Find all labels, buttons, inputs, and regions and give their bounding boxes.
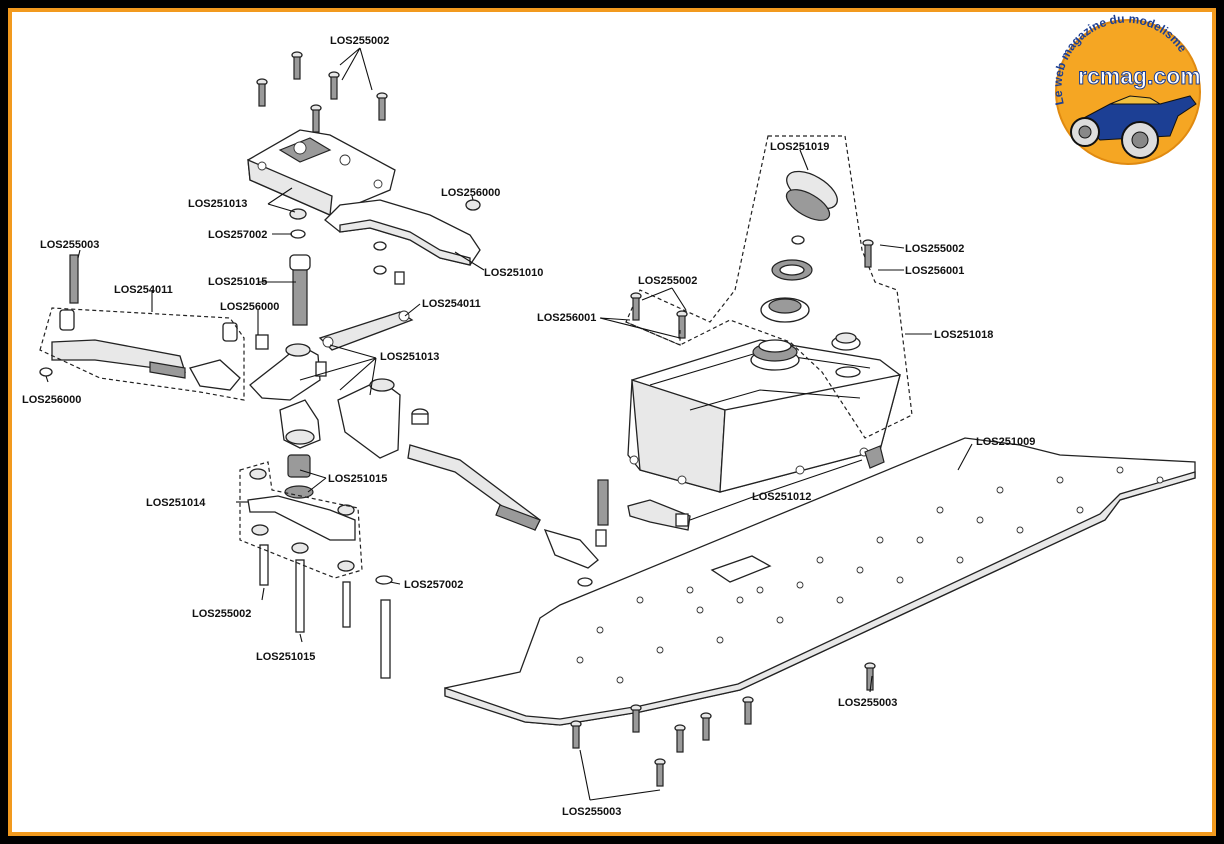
- filler-cap-assembly: [760, 170, 838, 323]
- screw-icon: [570, 720, 582, 749]
- top-bulkhead: [247, 129, 396, 216]
- screw-icon: [376, 92, 388, 121]
- tank-mount: [627, 445, 885, 531]
- chassis-hole: [616, 676, 624, 684]
- part-labels: LOS255002 LOS251013 LOS256000 LOS257002 …: [22, 35, 1035, 818]
- chassis-hole: [936, 506, 944, 514]
- label-los255003-right: LOS255003: [838, 697, 897, 709]
- chassis-hole: [896, 576, 904, 584]
- servo-brace: [324, 199, 481, 266]
- screw-icon: [328, 71, 340, 100]
- chassis-hole: [756, 586, 764, 594]
- logo-brand: rcmag.com: [1078, 63, 1201, 89]
- label-los251013-mid: LOS251013: [380, 351, 439, 363]
- diagram-panel: LOS255002 LOS251013 LOS256000 LOS257002 …: [12, 12, 1212, 832]
- screw-icon: [291, 51, 303, 80]
- screw-icon: [654, 758, 666, 787]
- screw-icon: [256, 78, 268, 107]
- steering-hardware: [39, 199, 609, 679]
- label-los255002-right: LOS255002: [905, 243, 964, 255]
- chassis-hole: [656, 646, 664, 654]
- label-los257002-top: LOS257002: [208, 229, 267, 241]
- chassis-hole: [856, 566, 864, 574]
- label-los251015-mid: LOS251015: [328, 473, 387, 485]
- label-los255002-top: LOS255002: [330, 35, 389, 47]
- label-los251015-low: LOS251015: [256, 651, 315, 663]
- label-los256000-left: LOS256000: [22, 394, 81, 406]
- chassis-hole: [876, 536, 884, 544]
- screw-icon: [310, 104, 322, 133]
- label-los251018: LOS251018: [934, 329, 993, 341]
- fuel-tank: [627, 332, 901, 493]
- label-los251009: LOS251009: [976, 436, 1035, 448]
- label-los255003-left: LOS255003: [40, 239, 99, 251]
- label-los251010: LOS251010: [484, 267, 543, 279]
- screw-icon: [864, 662, 876, 691]
- chassis-hole: [916, 536, 924, 544]
- screw-icon: [674, 724, 686, 753]
- chassis-hole: [686, 586, 694, 594]
- screw-icon: [676, 310, 688, 339]
- chassis-hole: [816, 556, 824, 564]
- screws: [256, 51, 876, 787]
- label-los257002-low: LOS257002: [404, 579, 463, 591]
- chassis-hole: [636, 596, 644, 604]
- chassis-hole: [1076, 506, 1084, 514]
- chassis-hole: [736, 596, 744, 604]
- chassis-hole: [836, 596, 844, 604]
- chassis-hole: [776, 616, 784, 624]
- chassis-hole: [716, 636, 724, 644]
- leader-lines: [45, 47, 973, 801]
- drag-link-group-outline: [239, 461, 363, 579]
- screw-icon: [700, 712, 712, 741]
- label-los251013-top: LOS251013: [188, 198, 247, 210]
- rcmag-logo: Le web magazine du modelisme rcmag.com: [1050, 12, 1201, 165]
- chassis-hole: [796, 581, 804, 589]
- label-los251012: LOS251012: [752, 491, 811, 503]
- chassis-hole: [1016, 526, 1024, 534]
- screw-icon: [742, 696, 754, 725]
- label-los254011-left: LOS254011: [114, 284, 173, 296]
- chassis-hole: [696, 606, 704, 614]
- car-icon: [1070, 95, 1197, 159]
- parts-diagram: LOS255002 LOS251013 LOS256000 LOS257002 …: [22, 12, 1201, 818]
- chassis-hole: [576, 656, 584, 664]
- screw-icon: [862, 239, 874, 268]
- label-los255002-tank: LOS255002: [638, 275, 697, 287]
- chassis-hole: [1156, 476, 1164, 484]
- label-los256001-tank: LOS256001: [537, 312, 596, 324]
- tank-screw-outline: [625, 321, 681, 346]
- chassis-hole: [956, 556, 964, 564]
- chassis-hole: [1116, 466, 1124, 474]
- screw-icon: [630, 292, 642, 321]
- chassis-hole: [596, 626, 604, 634]
- label-los251019: LOS251019: [770, 141, 829, 153]
- label-los256001-right: LOS256001: [905, 265, 964, 277]
- label-los255003-bottom: LOS255003: [562, 806, 621, 818]
- orange-border: LOS255002 LOS251013 LOS256000 LOS257002 …: [8, 8, 1216, 836]
- chassis-hole: [976, 516, 984, 524]
- label-los254011-right: LOS254011: [422, 298, 481, 310]
- chassis-plate: [444, 437, 1196, 726]
- screw-icon: [630, 704, 642, 733]
- chassis-hole: [996, 486, 1004, 494]
- label-los256000-mid: LOS256000: [220, 301, 279, 313]
- label-los251014: LOS251014: [146, 497, 206, 509]
- chassis-hole: [1056, 476, 1064, 484]
- label-los251015-upper: LOS251015: [208, 276, 267, 288]
- servo-link-group-outline: [39, 307, 245, 401]
- label-los255002-low: LOS255002: [192, 608, 251, 620]
- label-los256000-top: LOS256000: [441, 187, 500, 199]
